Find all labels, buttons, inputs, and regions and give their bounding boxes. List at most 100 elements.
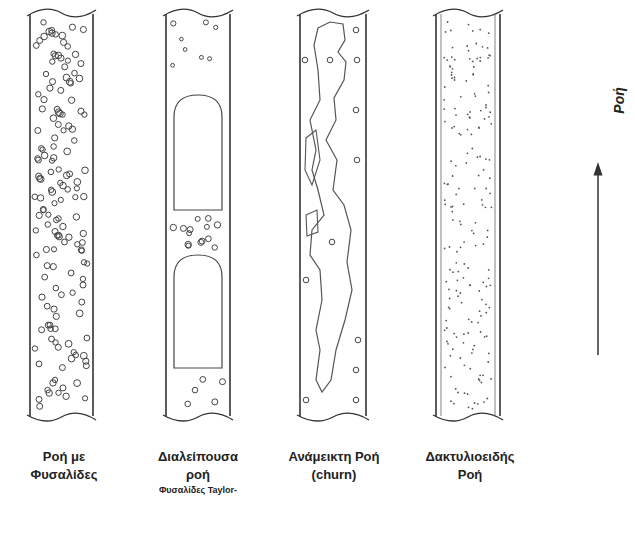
droplet: [472, 74, 474, 76]
bubble: [64, 148, 71, 155]
bubble: [73, 195, 78, 200]
droplet: [464, 392, 466, 394]
droplet: [450, 400, 452, 402]
bubble: [65, 58, 70, 63]
bubble: [76, 310, 83, 317]
bubble: [58, 55, 64, 61]
droplet: [469, 116, 471, 118]
droplet: [490, 123, 492, 125]
bubble: [39, 106, 45, 112]
flow-arrow: [597, 168, 599, 355]
churn-gas: [305, 130, 320, 185]
bubble: [46, 212, 51, 217]
droplet: [445, 320, 447, 322]
droplet: [454, 108, 456, 110]
bubble: [59, 365, 65, 371]
bubble: [35, 128, 41, 134]
droplet: [446, 183, 448, 185]
break-line: [163, 413, 233, 421]
droplet: [451, 77, 453, 79]
flow-direction-label: Ροή: [610, 87, 629, 113]
bubble: [65, 187, 71, 193]
droplet: [450, 376, 452, 378]
bubble: [82, 167, 89, 174]
droplet: [479, 374, 481, 376]
bubble: [75, 242, 80, 247]
droplet: [460, 134, 462, 136]
bubble: [52, 201, 57, 206]
break-line: [433, 413, 503, 421]
droplet: [467, 332, 469, 334]
droplet: [485, 158, 487, 160]
bubble: [41, 97, 47, 103]
droplet: [455, 114, 457, 116]
bubble: [68, 355, 75, 362]
bubble: [200, 377, 206, 383]
droplet: [471, 230, 473, 232]
droplet: [459, 357, 461, 359]
droplet: [450, 355, 452, 357]
bubble: [56, 232, 62, 238]
churn-gas: [310, 22, 352, 392]
bubble: [76, 75, 83, 82]
droplet: [487, 398, 489, 400]
droplet: [487, 57, 489, 59]
droplet: [468, 50, 470, 52]
droplet: [487, 47, 489, 49]
droplet: [463, 263, 465, 265]
bubble: [353, 27, 359, 33]
droplet: [490, 284, 492, 286]
droplet: [443, 99, 445, 101]
tube-wall: [229, 14, 231, 416]
droplet: [478, 126, 480, 128]
droplet: [488, 307, 490, 309]
droplet: [444, 248, 446, 250]
bubble: [214, 222, 220, 228]
bubble: [180, 225, 186, 231]
bubble: [302, 57, 308, 63]
droplet: [455, 194, 457, 196]
bubble: [41, 152, 48, 159]
bubble: [50, 264, 56, 270]
droplet: [459, 292, 461, 294]
regime-label: Ανάμεικτη Ροή (churn): [279, 448, 389, 483]
bubble: [53, 313, 59, 319]
bubble: [355, 337, 361, 343]
droplet: [488, 116, 490, 118]
bubble: [63, 74, 70, 81]
bubble: [80, 26, 86, 32]
droplet: [484, 336, 486, 338]
bubble: [52, 377, 57, 382]
droplet: [479, 310, 481, 312]
droplet: [460, 224, 462, 226]
droplet: [445, 281, 447, 283]
bubble: [70, 290, 75, 295]
droplet: [488, 269, 490, 271]
bubble: [83, 396, 88, 401]
droplet: [443, 108, 445, 110]
bubble: [185, 401, 191, 407]
bubble: [329, 239, 335, 245]
bubble: [49, 30, 55, 36]
bubble: [56, 167, 61, 172]
tube-wall: [365, 14, 367, 416]
droplet: [477, 403, 479, 405]
droplet: [474, 402, 476, 404]
bubble: [69, 24, 75, 30]
bubble: [63, 172, 70, 179]
droplet: [468, 24, 470, 26]
regime-label: Δακτυλιοειδής Ροή: [420, 448, 520, 483]
bubble: [327, 57, 333, 63]
droplet: [482, 46, 484, 48]
droplet: [465, 162, 467, 164]
droplet: [449, 246, 451, 248]
droplet: [488, 92, 490, 94]
bubble: [40, 206, 46, 212]
bubble: [170, 224, 176, 230]
bubble: [41, 33, 48, 40]
bubble: [82, 112, 87, 117]
bubble: [36, 212, 42, 218]
droplet: [461, 302, 463, 304]
bubble: [54, 106, 60, 112]
droplet: [454, 77, 456, 79]
